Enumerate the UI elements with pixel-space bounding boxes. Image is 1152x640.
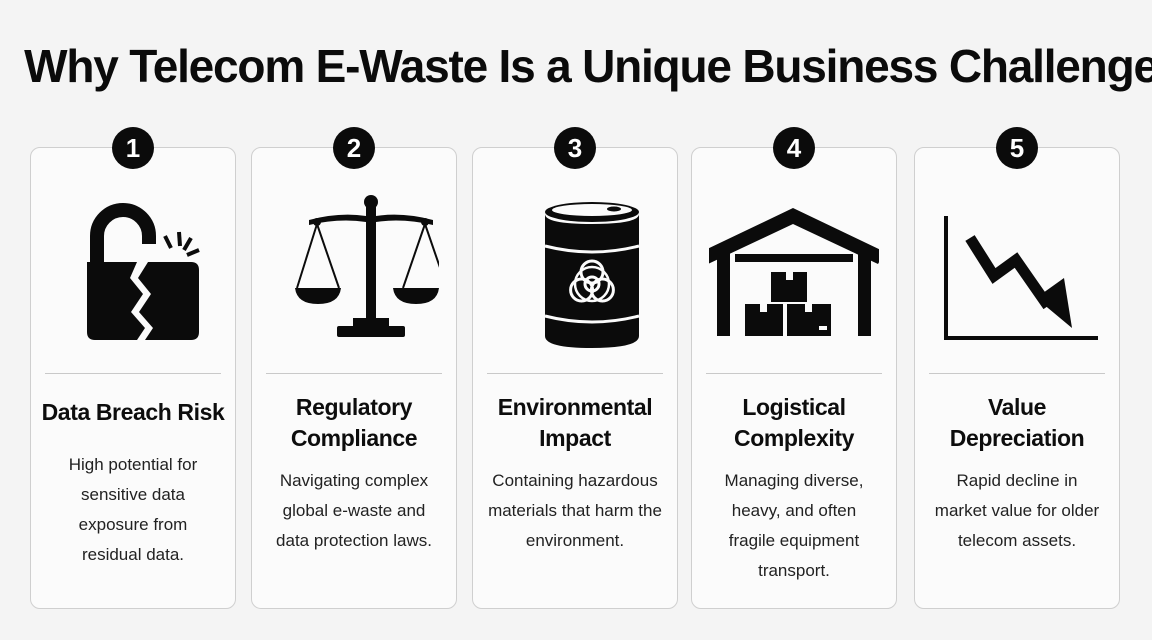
- step-badge: 3: [554, 127, 596, 169]
- broken-padlock-icon: [31, 188, 235, 358]
- card-description: Rapid decline in market value for older …: [934, 471, 1100, 550]
- card-value-depreciation: 5 Value Depreciation Rapid decline in ma…: [914, 127, 1120, 609]
- card-divider: [266, 373, 442, 374]
- card-environmental-impact: 3 Environmental Impact Containing hazard…: [472, 127, 678, 609]
- card-divider: [706, 373, 882, 374]
- card-title: Regulatory Compliance: [290, 394, 418, 451]
- card-data-breach-risk: 1 Data Breach Risk High potential for se…: [30, 127, 236, 609]
- step-badge: 5: [996, 127, 1038, 169]
- card-description: High potential for sensitive data exposu…: [68, 455, 198, 564]
- card-divider: [45, 373, 221, 374]
- card-title: Environmental Impact: [497, 394, 653, 451]
- warehouse-icon: [692, 188, 896, 358]
- card-description: Managing diverse, heavy, and often fragi…: [724, 471, 864, 580]
- declining-chart-icon: [915, 188, 1119, 358]
- card-title: Value Depreciation: [949, 394, 1085, 451]
- card-logistical-complexity: 4 Logistical Complexity Managing diverse…: [691, 127, 897, 609]
- balance-scale-icon: [252, 188, 456, 358]
- page-title: Why Telecom E-Waste Is a Unique Business…: [24, 40, 1152, 92]
- card-title: Data Breach Risk: [41, 399, 225, 425]
- card-divider: [929, 373, 1105, 374]
- card-regulatory-compliance: 2 Regulatory Compliance Navigating compl…: [251, 127, 457, 609]
- step-badge: 2: [333, 127, 375, 169]
- card-description: Containing hazardous materials that harm…: [488, 471, 662, 550]
- step-badge: 1: [112, 127, 154, 169]
- biohazard-barrel-icon: [473, 188, 677, 358]
- card-divider: [487, 373, 663, 374]
- card-description: Navigating complex global e-waste and da…: [276, 471, 432, 550]
- card-title: Logistical Complexity: [734, 394, 854, 451]
- step-badge: 4: [773, 127, 815, 169]
